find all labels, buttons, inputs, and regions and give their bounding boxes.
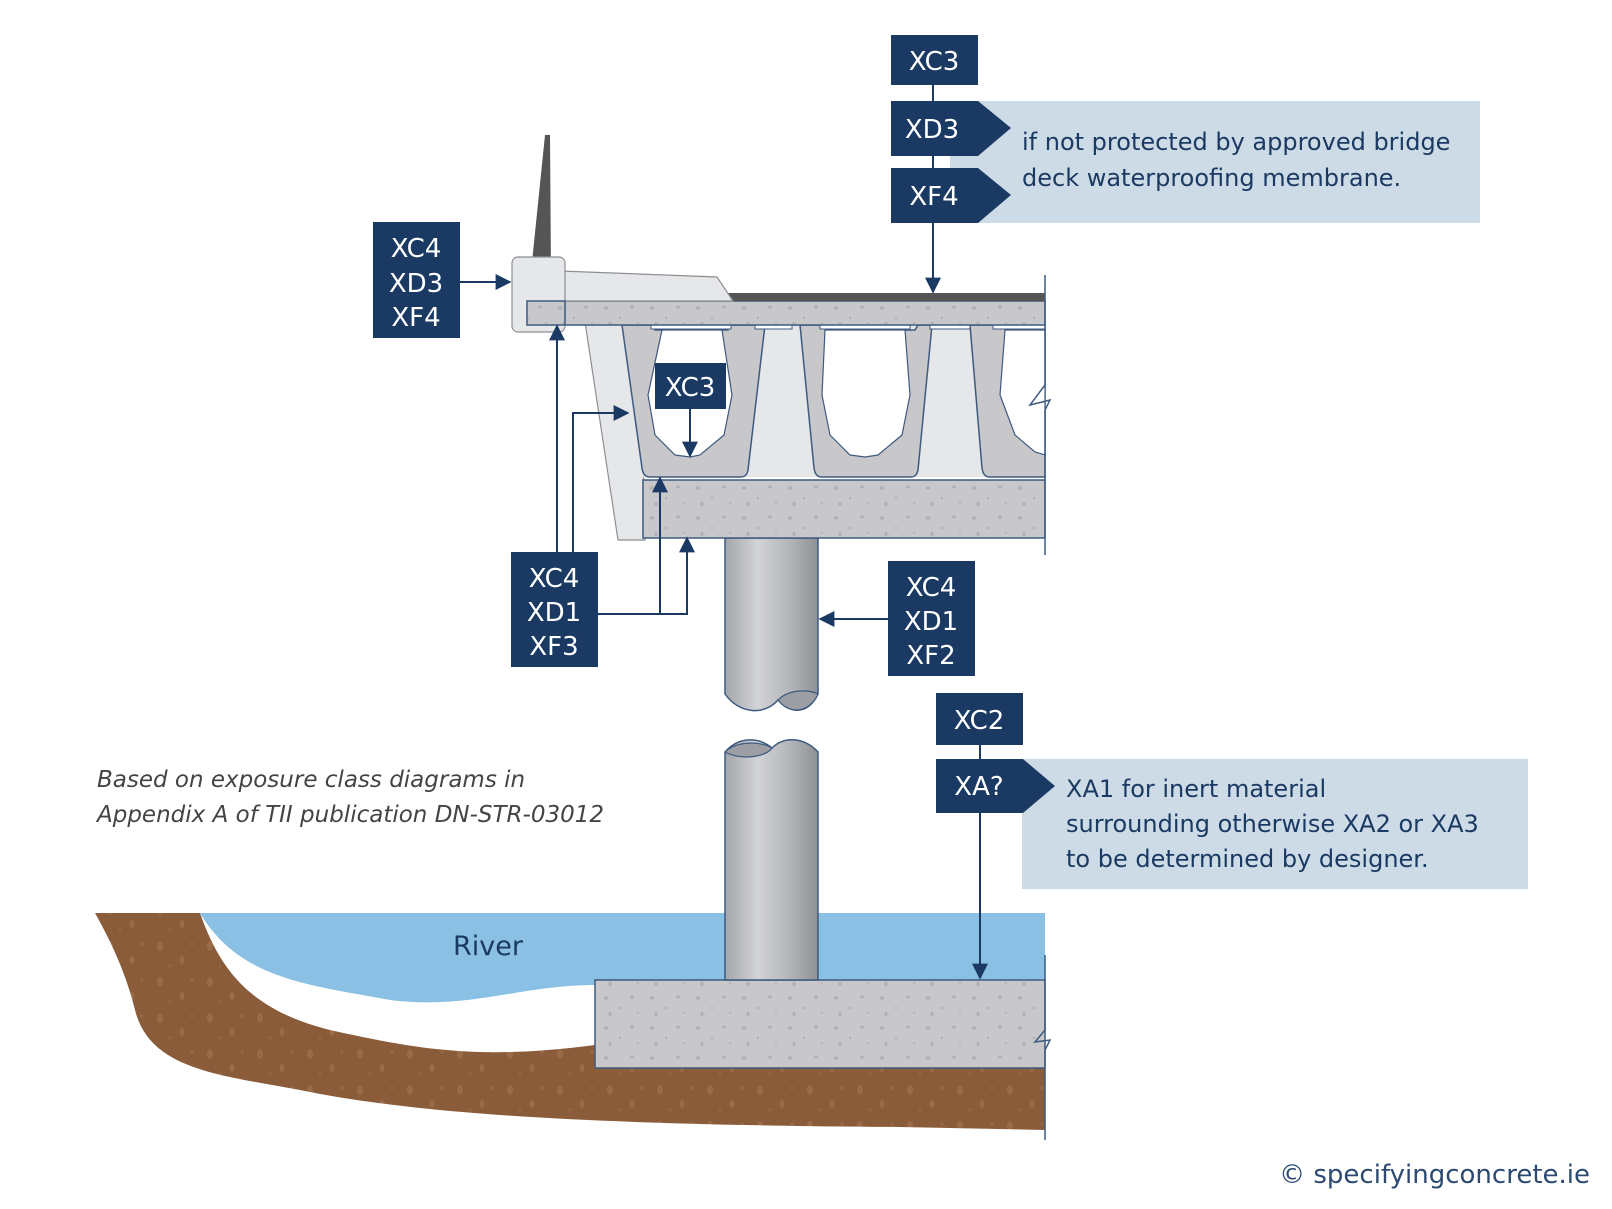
class-label: XF4 xyxy=(909,182,958,212)
river-label: River xyxy=(453,931,524,962)
joint-strips xyxy=(650,322,1046,330)
note-line: deck waterproofing membrane. xyxy=(1022,164,1401,192)
deck-slab-end xyxy=(526,300,566,326)
river-water xyxy=(200,913,1045,1003)
class-box-xd3 xyxy=(891,101,1011,156)
class-box-multi xyxy=(511,552,598,667)
class-box-multi xyxy=(888,561,975,676)
foundation-note-bg xyxy=(1022,759,1528,889)
class-box-multi xyxy=(373,222,460,338)
class-label: XF2 xyxy=(906,641,955,671)
deck-top-label-group: XC3 XD3 XF4 if not protected by approved… xyxy=(891,35,1480,294)
foundation-pile-cap xyxy=(594,979,1046,1069)
pier-break-face xyxy=(777,690,819,711)
pier-label-group: XC4 XD1 XF2 xyxy=(818,561,975,676)
class-label: XC3 xyxy=(665,373,716,403)
road-surfacing xyxy=(727,293,1045,301)
note-line: to be determined by designer. xyxy=(1066,845,1429,873)
parapet-post xyxy=(531,135,551,275)
soffit-leader xyxy=(660,536,695,615)
deck-soffit-label-group: XC4 XD1 XF3 xyxy=(511,324,695,667)
class-label: XF3 xyxy=(529,632,578,662)
caption-line: Appendix A of TII publication DN-STR-030… xyxy=(95,802,604,828)
class-label: XC4 xyxy=(906,573,957,603)
class-label: XD1 xyxy=(904,607,958,637)
class-box-xf4 xyxy=(891,168,1011,223)
class-label: XF4 xyxy=(391,303,440,333)
pier-break-face xyxy=(724,742,773,758)
pier-crosshead xyxy=(642,479,1046,539)
class-box-xc2 xyxy=(936,693,1023,745)
class-label: XD1 xyxy=(527,598,581,628)
class-label: XD3 xyxy=(389,269,443,299)
parapet-edge-label-group: XC4 XD3 XF4 xyxy=(373,222,512,338)
pier-lower xyxy=(724,739,819,981)
pier-upper xyxy=(724,537,819,712)
note-line: XA1 for inert material xyxy=(1066,775,1326,803)
soffit-leader xyxy=(572,405,630,552)
deck-break-line xyxy=(1028,275,1052,555)
box-interior-label-group: XC3 xyxy=(655,363,726,458)
note-line: if not protected by approved bridge xyxy=(1022,128,1450,156)
class-box-xc3 xyxy=(655,363,726,409)
class-box-xc3 xyxy=(891,35,978,85)
caption-line: Based on exposure class diagrams in xyxy=(97,767,525,793)
deck-top-note-bg xyxy=(950,101,1480,223)
deck-slab xyxy=(526,300,1046,326)
class-label: XC3 xyxy=(909,47,960,77)
note-line: surrounding otherwise XA2 or XA3 xyxy=(1066,810,1479,838)
verge xyxy=(559,270,735,302)
class-label: XC2 xyxy=(954,706,1005,736)
class-box-xa xyxy=(936,759,1055,813)
class-label: XC4 xyxy=(391,234,442,264)
class-label: XD3 xyxy=(905,115,959,145)
class-label: XC4 xyxy=(529,564,580,594)
copyright-credit: © specifyingconcrete.ie xyxy=(1279,1160,1590,1190)
class-label: XA? xyxy=(954,772,1003,802)
river-bank-soil xyxy=(95,913,1045,1130)
foundation-label-group: XC2 XA? XA1 for inert material surroundi… xyxy=(936,693,1528,980)
break-line xyxy=(1033,955,1052,1140)
